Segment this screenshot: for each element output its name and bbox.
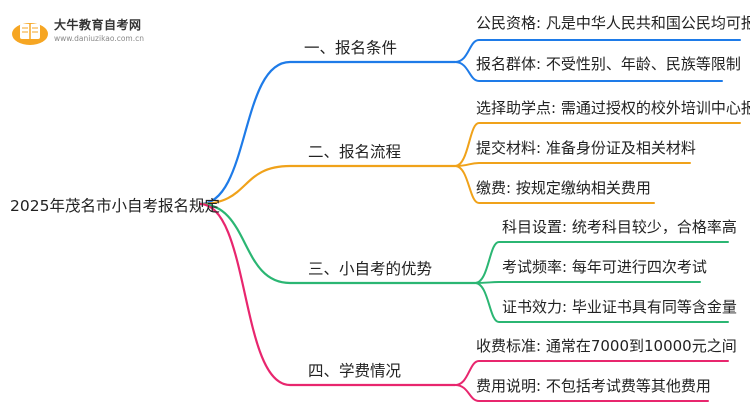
logo-url: www.daniuzikao.com.cn xyxy=(54,34,144,43)
leaf-3-3-connector xyxy=(474,282,729,323)
leaf-4-2-connector xyxy=(454,384,709,402)
leaf-2-3: 缴费: 按规定缴纳相关费用 xyxy=(476,179,651,197)
leaf-4-2: 费用说明: 不包括考试费等其他费用 xyxy=(476,377,711,395)
leaf-3-2: 考试频率: 每年可进行四次考试 xyxy=(502,258,707,276)
leaf-2-3-connector xyxy=(454,165,655,204)
leaf-4-1-connector xyxy=(454,360,729,386)
root-node: 2025年茂名市小自考报名规定 xyxy=(10,197,220,215)
leaf-1-1: 公民资格: 凡是中华人民共和国公民均可报名 xyxy=(476,14,750,32)
branch-1-connector xyxy=(198,60,457,206)
branch-1-label: 一、报名条件 xyxy=(304,39,398,57)
logo-name: 大牛教育自考网 xyxy=(54,18,142,32)
leaf-1-2: 报名群体: 不受性别、年龄、民族等限制 xyxy=(476,55,741,73)
branch-3-label: 三、小自考的优势 xyxy=(308,260,433,278)
open-book-icon xyxy=(12,23,48,45)
site-logo[interactable]: 大牛教育自考网 www.daniuzikao.com.cn xyxy=(10,14,160,48)
leaf-2-2-connector xyxy=(454,162,691,167)
leaf-2-1-connector xyxy=(454,122,741,167)
leaf-1-2-connector xyxy=(454,61,723,82)
leaf-3-3: 证书效力: 毕业证书具有同等含金量 xyxy=(502,298,737,316)
leaf-3-2-connector xyxy=(474,281,701,284)
leaf-1-1-connector xyxy=(454,39,741,63)
branch-4-connector xyxy=(198,202,457,387)
branch-3-connector xyxy=(198,202,477,285)
branch-4-label: 四、学费情况 xyxy=(308,362,402,380)
leaf-2-2: 提交材料: 准备身份证及相关材料 xyxy=(476,139,696,157)
leaf-4-1: 收费标准: 通常在7000到10000元之间 xyxy=(476,337,737,355)
leaf-3-1: 科目设置: 统考科目较少，合格率高 xyxy=(502,218,737,236)
branch-2-label: 二、报名流程 xyxy=(308,143,402,161)
leaf-2-1: 选择助学点: 需通过授权的校外培训中心报名 xyxy=(476,99,750,117)
branch-2-connector xyxy=(198,164,457,206)
leaf-3-1-connector xyxy=(474,241,729,284)
